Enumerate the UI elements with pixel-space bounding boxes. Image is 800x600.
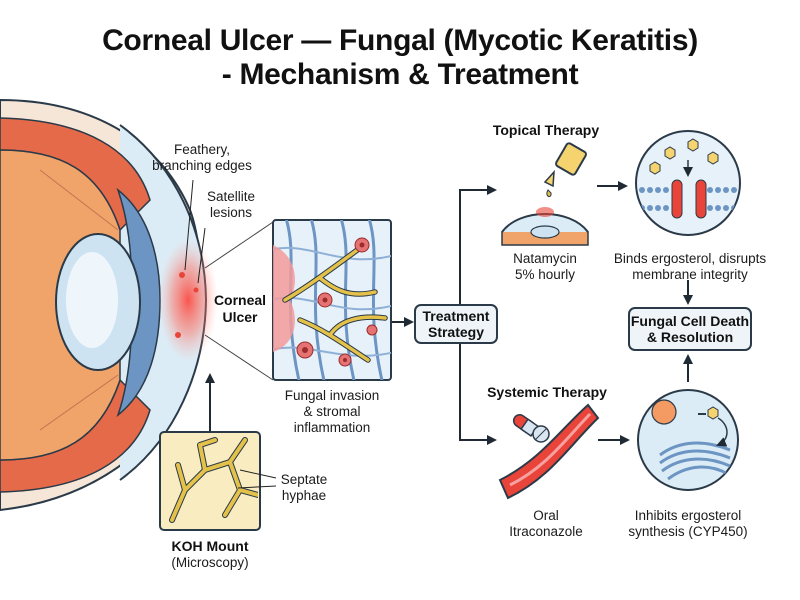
satellite-label: Satellite lesions bbox=[196, 189, 266, 221]
fungal-invasion-inset bbox=[272, 219, 392, 381]
satellite-lesion bbox=[179, 272, 185, 278]
edges-pointer bbox=[184, 179, 194, 271]
fungal-cell-icon bbox=[637, 389, 739, 491]
topical-therapy-header: Topical Therapy bbox=[492, 122, 600, 138]
outcome-line-1: Fungal Cell Death bbox=[630, 313, 750, 329]
satellite-label-line-1: Satellite bbox=[206, 189, 256, 204]
septate-label-line-1: Septate bbox=[280, 472, 328, 487]
invasion-caption-line-3: inflammation bbox=[293, 420, 371, 435]
invasion-caption-line-2: & stromal bbox=[303, 404, 361, 419]
title-line-1: Corneal Ulcer — Fungal (Mycotic Keratiti… bbox=[102, 24, 698, 57]
satellite-label-line-2: lesions bbox=[209, 205, 253, 220]
treatment-strategy-box: Treatment Strategy bbox=[414, 304, 498, 344]
topical-mechanism-line-1: Binds ergosterol, disrupts bbox=[613, 251, 767, 266]
blood-vessel-icon bbox=[498, 403, 600, 500]
koh-mount-subtitle: (Microscopy) bbox=[171, 555, 249, 570]
edges-label-line-2: branching edges bbox=[152, 158, 252, 173]
outcome-line-2: & Resolution bbox=[646, 329, 734, 345]
title-line-2: - Mechanism & Treatment bbox=[221, 58, 579, 91]
systemic-therapy-header: Systemic Therapy bbox=[487, 384, 607, 400]
natamycin-line-1: Natamycin bbox=[513, 251, 577, 266]
to-systemic-arrow bbox=[459, 322, 497, 445]
itraconazole-line-1: Oral bbox=[533, 508, 559, 523]
membrane-disruption-icon bbox=[635, 130, 741, 236]
zoom-line bbox=[204, 334, 274, 381]
edges-label: Feathery, branching edges bbox=[152, 142, 252, 174]
septate-pointer bbox=[239, 469, 277, 479]
topical-mechanism-label: Binds ergosterol, disrupts membrane inte… bbox=[610, 251, 770, 283]
invasion-caption-line-1: Fungal invasion bbox=[284, 388, 380, 403]
natamycin-line-2: 5% hourly bbox=[514, 267, 576, 282]
topical-mechanism-line-2: membrane integrity bbox=[632, 267, 748, 282]
strategy-line-1: Treatment bbox=[422, 308, 490, 324]
strategy-line-2: Strategy bbox=[427, 324, 485, 340]
koh-mount-slide bbox=[159, 431, 261, 531]
satellite-lesion bbox=[193, 287, 199, 293]
corneal-ulcer-lesion bbox=[158, 238, 218, 362]
koh-mount-title: KOH Mount bbox=[171, 538, 249, 554]
systemic-mechanism-line-2: synthesis (CYP450) bbox=[628, 524, 748, 539]
septate-label-line-2: hyphae bbox=[281, 488, 327, 503]
systemic-mechanism-line-1: Inhibits ergosterol bbox=[634, 508, 742, 523]
edges-label-line-1: Feathery, bbox=[173, 142, 231, 157]
itraconazole-label: Oral Itraconazole bbox=[498, 508, 594, 540]
septate-pointer bbox=[237, 485, 277, 489]
fungal-cell-death-box: Fungal Cell Death & Resolution bbox=[628, 307, 752, 351]
corneal-ulcer-label: Corneal Ulcer bbox=[206, 292, 274, 326]
septate-hyphae-label: Septate hyphae bbox=[272, 472, 336, 504]
to-topical-arrow bbox=[459, 185, 497, 323]
zoom-line bbox=[204, 221, 274, 269]
ulcer-label-line-1: Corneal bbox=[213, 292, 267, 308]
itraconazole-line-2: Itraconazole bbox=[509, 524, 583, 539]
oral-pill-icon bbox=[512, 413, 550, 443]
satellite-lesion bbox=[175, 332, 181, 338]
topical-eye-icon bbox=[501, 207, 589, 246]
page-title: Corneal Ulcer — Fungal (Mycotic Keratiti… bbox=[0, 24, 800, 92]
satellite-pointer bbox=[197, 227, 206, 284]
eye-cross-section bbox=[0, 98, 218, 512]
ulcer-label-line-2: Ulcer bbox=[222, 309, 258, 325]
natamycin-label: Natamycin 5% hourly bbox=[500, 251, 590, 283]
systemic-mechanism-label: Inhibits ergosterol synthesis (CYP450) bbox=[614, 508, 762, 540]
fungal-invasion-caption: Fungal invasion & stromal inflammation bbox=[270, 388, 394, 436]
eye-drop-dropper bbox=[543, 142, 587, 198]
